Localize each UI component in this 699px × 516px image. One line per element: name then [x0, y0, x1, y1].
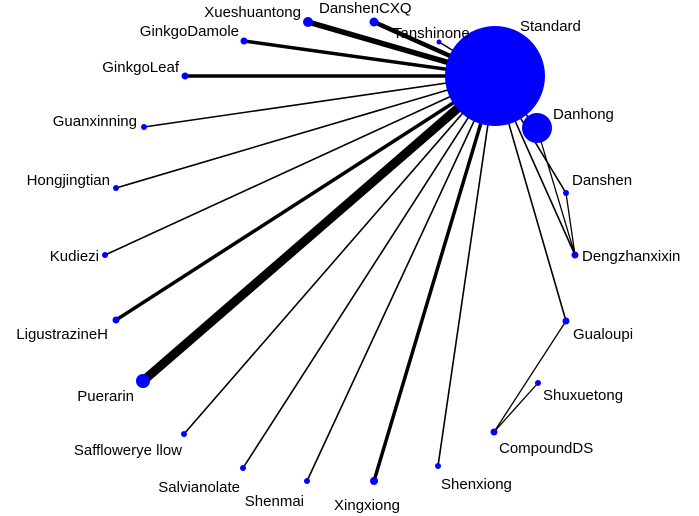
node-saffloweryellow	[181, 431, 187, 437]
node-label-salvianolate: Salvianolate	[158, 479, 240, 496]
node-label-xueshuantong: Xueshuantong	[204, 4, 301, 21]
edge-standard-shenxiong	[437, 75, 496, 467]
edge-standard-kudiezi	[104, 75, 496, 256]
node-label-gualoupi: Gualoupi	[573, 326, 633, 343]
node-compoundds	[490, 428, 498, 436]
edge-standard-ligustrazineh	[115, 74, 496, 322]
node-shuxuetong	[535, 380, 541, 386]
edge-danhong-dengzhanxixin	[536, 127, 576, 256]
node-label-shenmai: Shenmai	[245, 493, 304, 510]
node-label-ligustrazineh: LigustrazineH	[16, 326, 108, 343]
edge-standard-shenmai	[306, 75, 496, 482]
node-danshen	[563, 190, 569, 196]
node-label-danshen: Danshen	[572, 172, 632, 189]
node-xingxiong	[370, 477, 378, 485]
edge-standard-hongjingtian	[115, 75, 496, 189]
node-label-shuxuetong: Shuxuetong	[543, 387, 623, 404]
node-salvianolate	[240, 465, 246, 471]
node-ginkgoleaf	[181, 72, 189, 80]
node-dengzhanxixin	[571, 251, 579, 259]
node-label-dengzhanxixin: Dengzhanxixin	[582, 248, 680, 265]
node-guanxinning	[141, 124, 147, 130]
node-label-standard: Standard	[520, 18, 581, 35]
node-label-danhong: Danhong	[553, 106, 614, 123]
node-label-tanshinone: Tanshinone	[393, 25, 470, 42]
node-label-puerarin: Puerarin	[77, 388, 134, 405]
edge-standard-salvianolate	[242, 75, 496, 469]
edge-standard-guanxinning	[143, 75, 496, 128]
edge-standard-xingxiong	[372, 75, 497, 482]
node-label-hongjingtian: Hongjingtian	[27, 172, 110, 189]
node-shenmai	[304, 478, 310, 484]
node-gualoupi	[562, 317, 570, 325]
node-xueshuantong	[303, 17, 313, 27]
node-label-danshencxq: DanshenCXQ	[319, 0, 412, 17]
edge-danshen-dengzhanxixin	[565, 192, 576, 256]
node-puerarin	[136, 374, 150, 388]
node-hongjingtian	[113, 185, 119, 191]
node-label-guanxinning: Guanxinning	[53, 113, 137, 130]
node-label-ginkgodamole: GinkgoDamole	[140, 23, 239, 40]
node-label-ginkgoleaf: GinkgoLeaf	[102, 59, 180, 76]
node-ligustrazineh	[112, 316, 120, 324]
node-shenxiong	[435, 463, 441, 469]
node-kudiezi	[102, 252, 108, 258]
edge-gualoupi-compoundds	[493, 320, 567, 433]
labels-layer: StandardDanhongDanshenDengzhanxixinGualo…	[16, 0, 680, 514]
node-label-compoundds: CompoundDS	[499, 440, 593, 457]
node-danshencxq	[369, 17, 379, 27]
node-danhong	[522, 113, 552, 143]
edge-standard-safflowerye-llow	[183, 75, 496, 435]
edge-standard-puerarin	[140, 72, 498, 385]
edge-shuxuetong-compoundds	[493, 382, 539, 433]
node-label-shenxiong: Shenxiong	[441, 476, 512, 493]
node-label-xingxiong: Xingxiong	[334, 497, 400, 514]
node-label-kudiezi: Kudiezi	[50, 248, 99, 265]
node-tanshinone	[436, 39, 442, 45]
nodes-layer	[102, 17, 579, 485]
node-ginkgodamole	[240, 37, 248, 45]
node-label-saffloweryellow: Safflowerye llow	[74, 442, 182, 459]
node-standard	[445, 26, 545, 126]
